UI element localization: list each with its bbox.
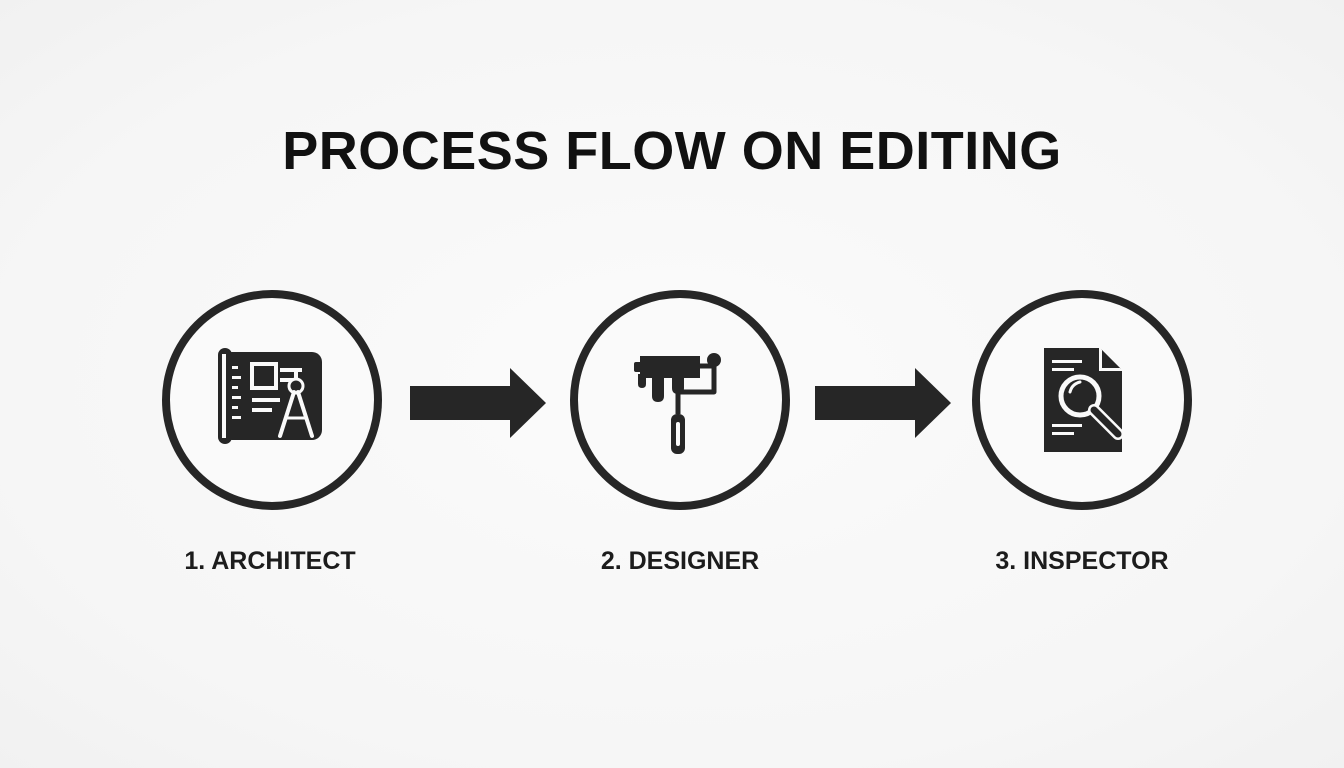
step-3-node <box>972 290 1192 510</box>
document-magnifier-icon <box>1044 348 1124 452</box>
arrow-right-icon <box>815 368 951 438</box>
paint-roller-icon <box>634 353 721 454</box>
arrow-right-icon <box>410 368 546 438</box>
step-2-label: 2. DESIGNER <box>600 547 760 575</box>
step-1-label: 1. ARCHITECT <box>184 547 356 575</box>
blueprint-compass-icon <box>218 348 322 444</box>
page-title: PROCESS FLOW ON EDITING <box>282 121 1062 181</box>
step-3-label: 3. INSPECTOR <box>995 547 1169 575</box>
step-1-node <box>162 290 382 510</box>
step-2-node <box>570 290 790 510</box>
